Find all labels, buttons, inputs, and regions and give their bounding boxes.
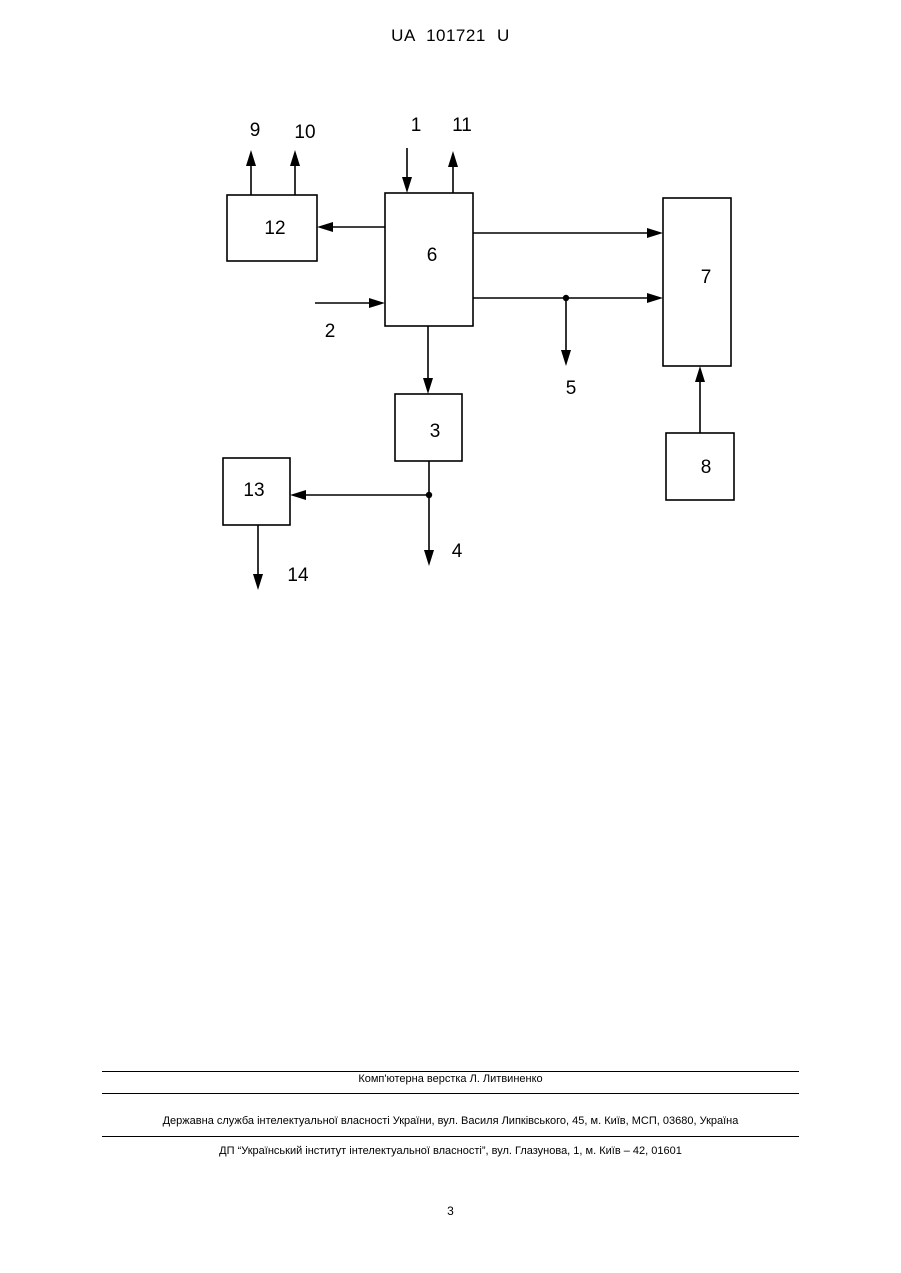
page-number: 3 [0,1204,901,1218]
arrowhead-5 [561,350,571,366]
footer-rule-top [102,1071,799,1072]
arrowhead-into-12 [317,222,333,232]
footer-rule-bottom [102,1136,799,1137]
institute-address: ДП “Український інститут інтелектуальної… [0,1145,901,1157]
block-13-label: 13 [243,480,264,501]
block-8-label: 8 [701,457,712,478]
port-11-label: 11 [452,115,472,136]
port-4-label: 4 [452,541,463,562]
port-5-label: 5 [566,378,577,399]
arrowhead-14 [253,574,263,590]
arrowhead-into-7-upper [647,228,663,238]
arrowhead-4 [424,550,434,566]
port-14-label: 14 [287,565,309,586]
arrowhead-10 [290,150,300,166]
block-7-label: 7 [701,267,712,288]
layout-credit: Комп'ютерна верстка Л. Литвиненко [0,1073,901,1085]
arrowhead-into-13 [290,490,306,500]
port-10-label: 10 [294,122,315,143]
block-7 [663,198,731,366]
block-12-label: 12 [264,218,285,239]
port-1-label: 1 [411,115,422,136]
arrowhead-into-6 [369,298,385,308]
block-3 [395,394,462,461]
arrowhead-11 [448,151,458,167]
block-6-label: 6 [427,245,438,266]
arrowhead-9 [246,150,256,166]
arrowhead-1 [402,177,412,193]
agency-address: Державна служба інтелектуальної власност… [0,1115,901,1127]
block-3-label: 3 [430,421,441,442]
footer-rule-middle [102,1093,799,1094]
arrowhead-into-7-from-8 [695,366,705,382]
port-2-label: 2 [325,321,336,342]
port-9-label: 9 [250,120,261,141]
arrowhead-into-7-lower [647,293,663,303]
arrowhead-into-3 [423,378,433,394]
